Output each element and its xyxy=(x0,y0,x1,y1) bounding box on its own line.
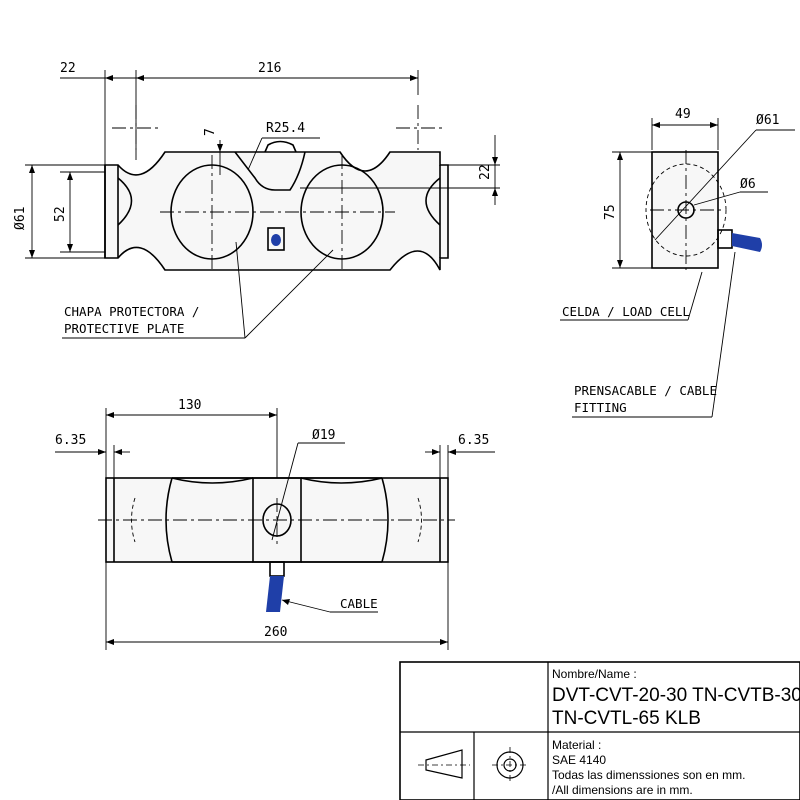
front-body xyxy=(104,151,449,271)
dim-216: 216 xyxy=(258,61,281,76)
fitting-label-1: PRENSACABLE / CABLE xyxy=(574,383,717,398)
dim-dia19: Ø19 xyxy=(312,428,335,443)
dim-130: 130 xyxy=(178,398,201,413)
dim-22: 22 xyxy=(60,61,76,76)
load-cell-label: CELDA / LOAD CELL xyxy=(562,304,690,319)
dim-dia61: Ø61 xyxy=(13,207,28,230)
dim-side-dia61: Ø61 xyxy=(756,113,779,128)
projection-symbol-icon xyxy=(418,747,528,783)
dim-635-right: 6.35 xyxy=(458,433,489,448)
dim-260: 260 xyxy=(264,625,287,640)
plate-label-2: PROTECTIVE PLATE xyxy=(64,321,184,336)
dim-75: 75 xyxy=(603,204,618,220)
dim-49: 49 xyxy=(675,107,691,122)
dim-7: 7 xyxy=(203,128,218,136)
material-label: Material : xyxy=(552,738,601,752)
cable-label: CABLE xyxy=(340,596,378,611)
name-line-1: DVT-CVT-20-30 TN-CVTB-30 xyxy=(552,685,800,706)
note-en: /All dimensions are in mm. xyxy=(552,783,693,797)
name-label: Nombre/Name : xyxy=(552,667,637,681)
title-block: Nombre/Name : DVT-CVT-20-30 TN-CVTB-30 T… xyxy=(399,661,800,800)
material-value: SAE 4140 xyxy=(552,753,606,767)
dim-635-left: 6.35 xyxy=(55,433,86,448)
plate-label-1: CHAPA PROTECTORA / xyxy=(64,304,199,319)
dim-side-dia6: Ø6 xyxy=(740,177,756,192)
top-view: 130 6.35 6.35 Ø19 CABLE 260 xyxy=(55,398,495,650)
name-line-2: TN-CVTL-65 KLB xyxy=(552,708,701,729)
fitting-label-2: FITTING xyxy=(574,400,627,415)
front-view: 22 216 xyxy=(13,61,500,339)
side-view: 49 Ø61 Ø6 75 CELDA / LOAD CELL PRENSACAB… xyxy=(560,107,795,418)
dim-52: 52 xyxy=(53,206,68,222)
dim-22-right: 22 xyxy=(478,164,493,180)
dim-r254: R25.4 xyxy=(266,121,305,136)
note-es: Todas las dimenssiones son en mm. xyxy=(552,768,745,782)
